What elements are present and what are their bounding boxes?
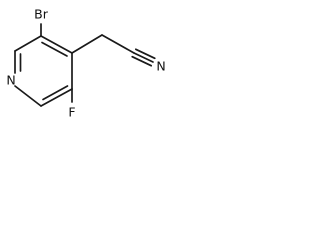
bond-n-ring-c3 — [14, 85, 42, 107]
atom-label-fluorine: F — [68, 105, 75, 120]
atom-label-ring-nitrogen: N — [6, 73, 15, 88]
nitrile-triple-bond-line-3 — [131, 55, 153, 67]
bond-c3-c4 — [40, 88, 73, 107]
bond-ch2-c-nitrile — [101, 34, 135, 54]
bond-c3-c4-inner — [42, 85, 69, 101]
bond-c1-c2 — [14, 35, 42, 52]
atom-label-bromine: Br — [34, 7, 49, 22]
chemical-structure-diagram: Br N F N — [6, 7, 165, 120]
bond-c5-ch2 — [71, 34, 103, 54]
nitrile-triple-bond-line-2 — [134, 48, 156, 60]
atom-label-nitrile-nitrogen: N — [156, 59, 165, 74]
nitrile-triple-bond-line-1 — [133, 52, 154, 63]
bond-c5-c1-inner — [41, 41, 68, 57]
bond-c5-c1 — [40, 35, 73, 54]
